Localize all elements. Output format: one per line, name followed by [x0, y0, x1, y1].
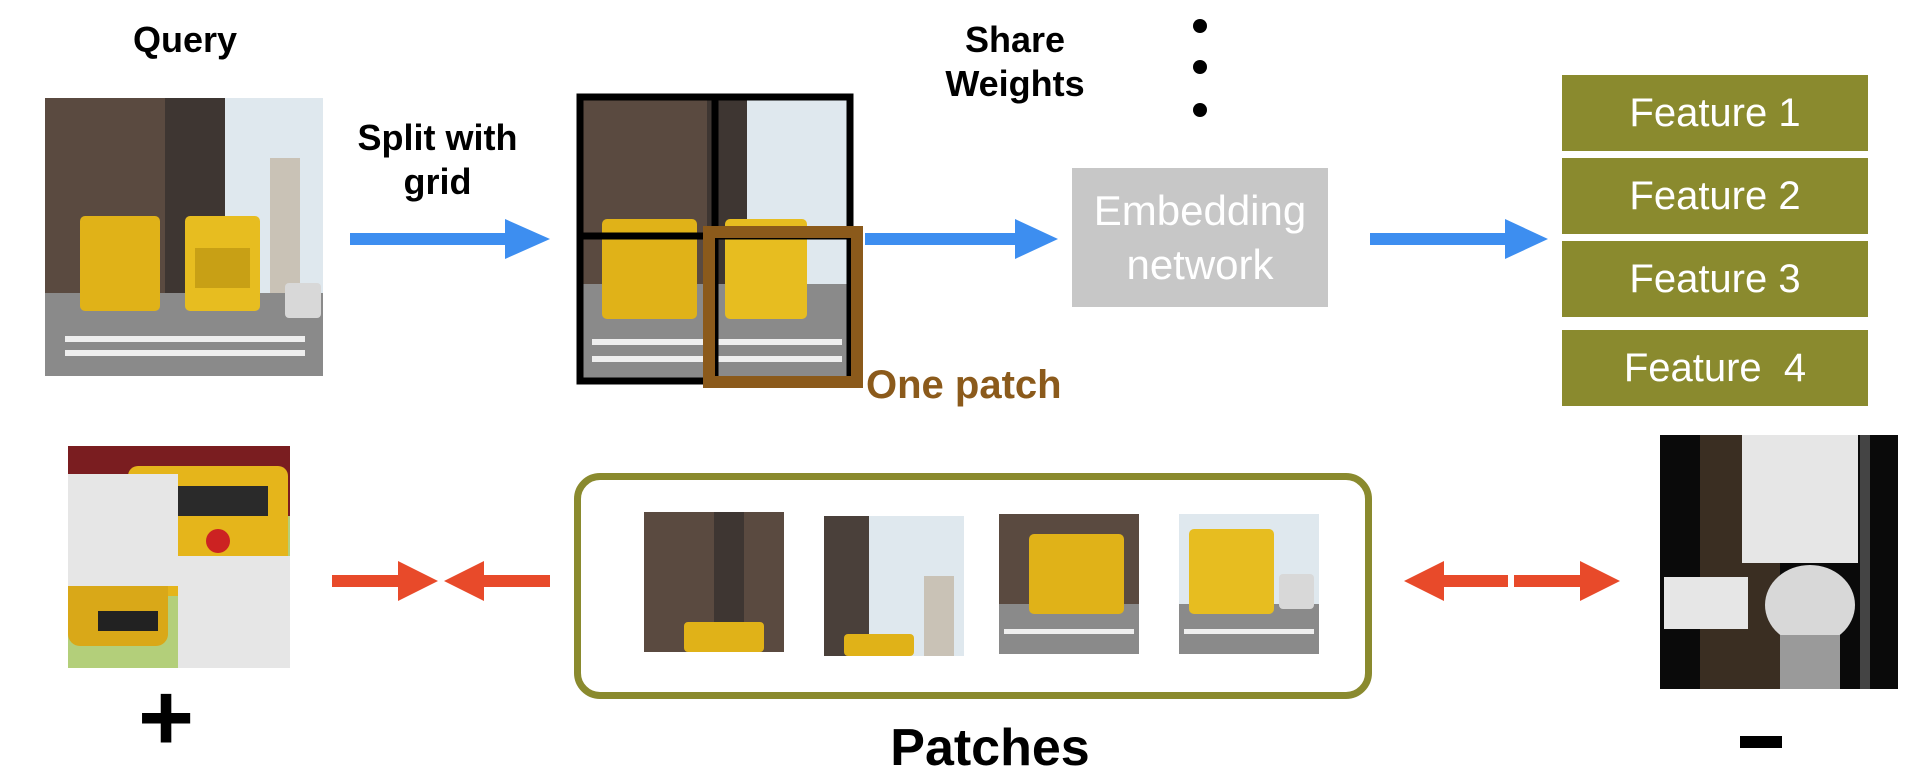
split-with-grid-label: Split with grid — [335, 116, 540, 204]
arrow-split-shaft — [350, 233, 510, 245]
feature-box-2: Feature 2 — [1562, 158, 1868, 234]
positive-mask-2 — [178, 556, 290, 668]
negative-mask-2 — [1664, 577, 1748, 629]
patch-2 — [824, 516, 964, 656]
query-image — [45, 98, 323, 376]
arrow-feature-shaft — [1370, 233, 1510, 245]
arrow-embed-shaft — [865, 233, 1020, 245]
share-weights-label: Share Weights — [910, 18, 1120, 106]
positive-image — [68, 446, 290, 668]
feature-box-3: Feature 3 — [1562, 241, 1868, 317]
share-label-line1: Share — [964, 19, 1066, 60]
arrow-pos-left-shaft — [480, 575, 550, 587]
patch-3 — [999, 514, 1139, 654]
dot-1 — [1193, 19, 1207, 33]
arrow-neg-left-shaft — [1440, 575, 1508, 587]
patches-container — [574, 473, 1372, 699]
one-patch-label: One patch — [866, 363, 1062, 407]
arrow-feature-head — [1505, 219, 1548, 259]
minus-sign — [1740, 736, 1782, 748]
split-label-line2: grid — [403, 161, 472, 202]
dot-2 — [1193, 60, 1207, 74]
arrow-neg-right-shaft — [1514, 575, 1584, 587]
positive-mask-1 — [68, 474, 178, 586]
one-patch-highlight — [703, 226, 863, 388]
embedding-network: Embedding network — [1072, 168, 1328, 307]
arrow-pos-left-head — [444, 561, 484, 601]
dot-3 — [1193, 103, 1207, 117]
arrow-embed-head — [1015, 219, 1058, 259]
patch-1 — [644, 512, 784, 652]
embedding-line2: network — [1126, 240, 1274, 288]
blue-arrows — [350, 219, 1548, 259]
negative-image — [1660, 435, 1898, 689]
feature-box-1: Feature 1 — [1562, 75, 1868, 151]
share-label-line2: Weights — [945, 63, 1085, 104]
embedding-line1: Embedding — [1093, 186, 1307, 234]
feature-box-4: Feature 4 — [1562, 330, 1868, 406]
arrow-pos-right-head — [398, 561, 438, 601]
arrow-neg-left-head — [1404, 561, 1444, 601]
arrow-split-head — [505, 219, 550, 259]
query-label: Query — [132, 19, 238, 60]
negative-mask-1 — [1742, 435, 1858, 563]
plus-sign: + — [138, 664, 195, 771]
patches-label: Patches — [890, 719, 1090, 777]
arrow-pos-right-shaft — [332, 575, 402, 587]
patch-4 — [1179, 514, 1319, 654]
red-arrows — [332, 561, 1620, 601]
split-label-line1: Split with — [357, 117, 518, 158]
arrow-neg-right-head — [1580, 561, 1620, 601]
